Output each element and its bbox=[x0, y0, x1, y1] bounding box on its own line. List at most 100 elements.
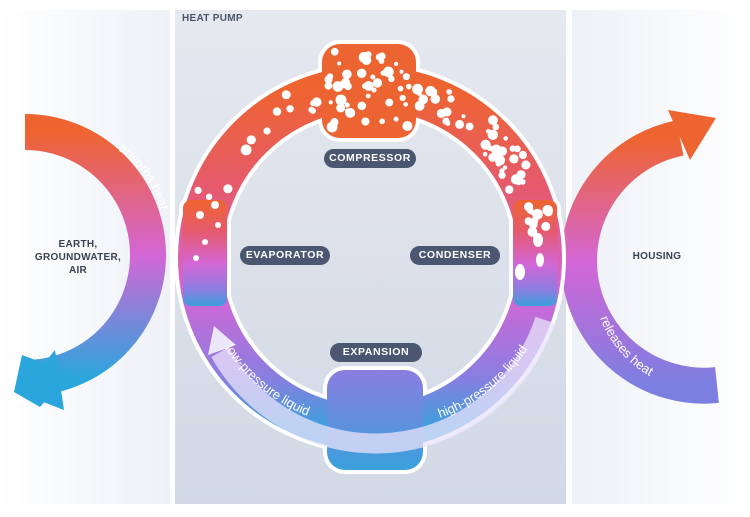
heat-source-label: EARTH, GROUNDWATER, AIR bbox=[28, 238, 128, 277]
bubble bbox=[272, 107, 282, 116]
bubble bbox=[375, 53, 383, 61]
bubble bbox=[336, 103, 346, 113]
bubble bbox=[393, 61, 399, 66]
bubble bbox=[385, 98, 394, 107]
bubble bbox=[337, 61, 342, 66]
housing-panel bbox=[572, 10, 750, 504]
compressor-label: COMPRESSOR bbox=[324, 149, 416, 168]
bubble bbox=[364, 52, 372, 59]
bubble bbox=[202, 239, 208, 245]
bubble bbox=[397, 85, 404, 92]
bubble bbox=[372, 78, 383, 88]
bubble bbox=[487, 145, 493, 152]
bubble bbox=[436, 108, 446, 118]
bubble bbox=[524, 217, 533, 226]
bubble bbox=[541, 221, 551, 231]
bubble bbox=[418, 94, 429, 105]
heat-pump-title: HEAT PUMP bbox=[182, 13, 243, 24]
bubble bbox=[365, 93, 371, 99]
expansion-block bbox=[327, 370, 423, 470]
bubble bbox=[330, 47, 339, 56]
condenser-label: CONDENSER bbox=[410, 246, 500, 265]
heat-source-line: GROUNDWATER, bbox=[34, 252, 122, 263]
bubble bbox=[383, 66, 394, 78]
bubble bbox=[223, 184, 233, 194]
bubble bbox=[286, 105, 294, 113]
bubble bbox=[370, 74, 376, 80]
bubble bbox=[496, 146, 502, 152]
bubble bbox=[402, 73, 410, 81]
bubble bbox=[509, 154, 519, 164]
bubble bbox=[246, 135, 256, 145]
bubble bbox=[211, 201, 219, 209]
expansion-label: EXPANSION bbox=[330, 343, 422, 362]
evaporator-block bbox=[183, 200, 227, 306]
bubble bbox=[205, 193, 213, 200]
bubble bbox=[356, 68, 367, 79]
bubble bbox=[465, 122, 474, 131]
bubble bbox=[518, 150, 528, 160]
bubble bbox=[487, 129, 498, 140]
bubble bbox=[263, 127, 271, 135]
bubble bbox=[524, 202, 534, 212]
gas-bubbles bbox=[193, 47, 553, 261]
bubble bbox=[345, 107, 356, 118]
bubble bbox=[324, 81, 333, 90]
bubble bbox=[510, 145, 516, 151]
bubble bbox=[430, 94, 441, 104]
bubble bbox=[518, 179, 524, 184]
bubble bbox=[514, 145, 521, 153]
bubble bbox=[502, 165, 508, 170]
bubble bbox=[402, 120, 413, 132]
bubble bbox=[193, 255, 199, 261]
bubble bbox=[499, 168, 505, 174]
bubble bbox=[488, 115, 498, 126]
bubble bbox=[281, 90, 291, 100]
bubble bbox=[324, 75, 333, 84]
bubble bbox=[399, 69, 404, 74]
refrigerant-loop bbox=[174, 40, 566, 474]
bubble bbox=[416, 90, 422, 96]
bubble bbox=[527, 227, 538, 237]
bubble bbox=[455, 119, 465, 129]
heat-source-line: EARTH, bbox=[58, 239, 98, 250]
bubble bbox=[446, 89, 453, 95]
bubble bbox=[312, 97, 322, 107]
bubble bbox=[492, 123, 500, 131]
heat-source-line: AIR bbox=[68, 265, 88, 276]
bubble bbox=[498, 171, 506, 179]
bubble bbox=[445, 121, 451, 126]
bubble bbox=[379, 118, 385, 125]
bubble bbox=[495, 160, 502, 167]
bubble bbox=[194, 186, 202, 194]
bubble bbox=[242, 149, 249, 155]
evaporator-label: EVAPORATOR bbox=[240, 246, 330, 265]
releases-heat-arrow bbox=[561, 110, 719, 404]
flow-arrow bbox=[208, 316, 555, 454]
bubble bbox=[342, 69, 352, 80]
bubble bbox=[429, 88, 438, 97]
bubble bbox=[344, 102, 350, 108]
bubble bbox=[406, 83, 412, 90]
bubble bbox=[335, 94, 344, 104]
bubble bbox=[196, 211, 204, 219]
bubble bbox=[505, 185, 514, 194]
bubble bbox=[215, 222, 221, 228]
absorbs-heat-arrow bbox=[14, 114, 166, 410]
housing-label: HOUSING bbox=[632, 251, 682, 262]
bubble bbox=[362, 83, 368, 89]
bubble bbox=[341, 77, 351, 87]
bubble bbox=[393, 116, 399, 122]
bubble bbox=[309, 107, 316, 114]
bubble bbox=[328, 100, 333, 105]
bubble bbox=[482, 151, 488, 157]
bubble bbox=[399, 94, 406, 102]
bubble bbox=[403, 102, 409, 107]
bubble bbox=[521, 160, 531, 170]
bubble bbox=[388, 75, 395, 83]
bubble bbox=[516, 170, 526, 180]
bubble bbox=[532, 208, 543, 220]
bubble bbox=[542, 205, 553, 216]
bubble bbox=[357, 101, 367, 111]
